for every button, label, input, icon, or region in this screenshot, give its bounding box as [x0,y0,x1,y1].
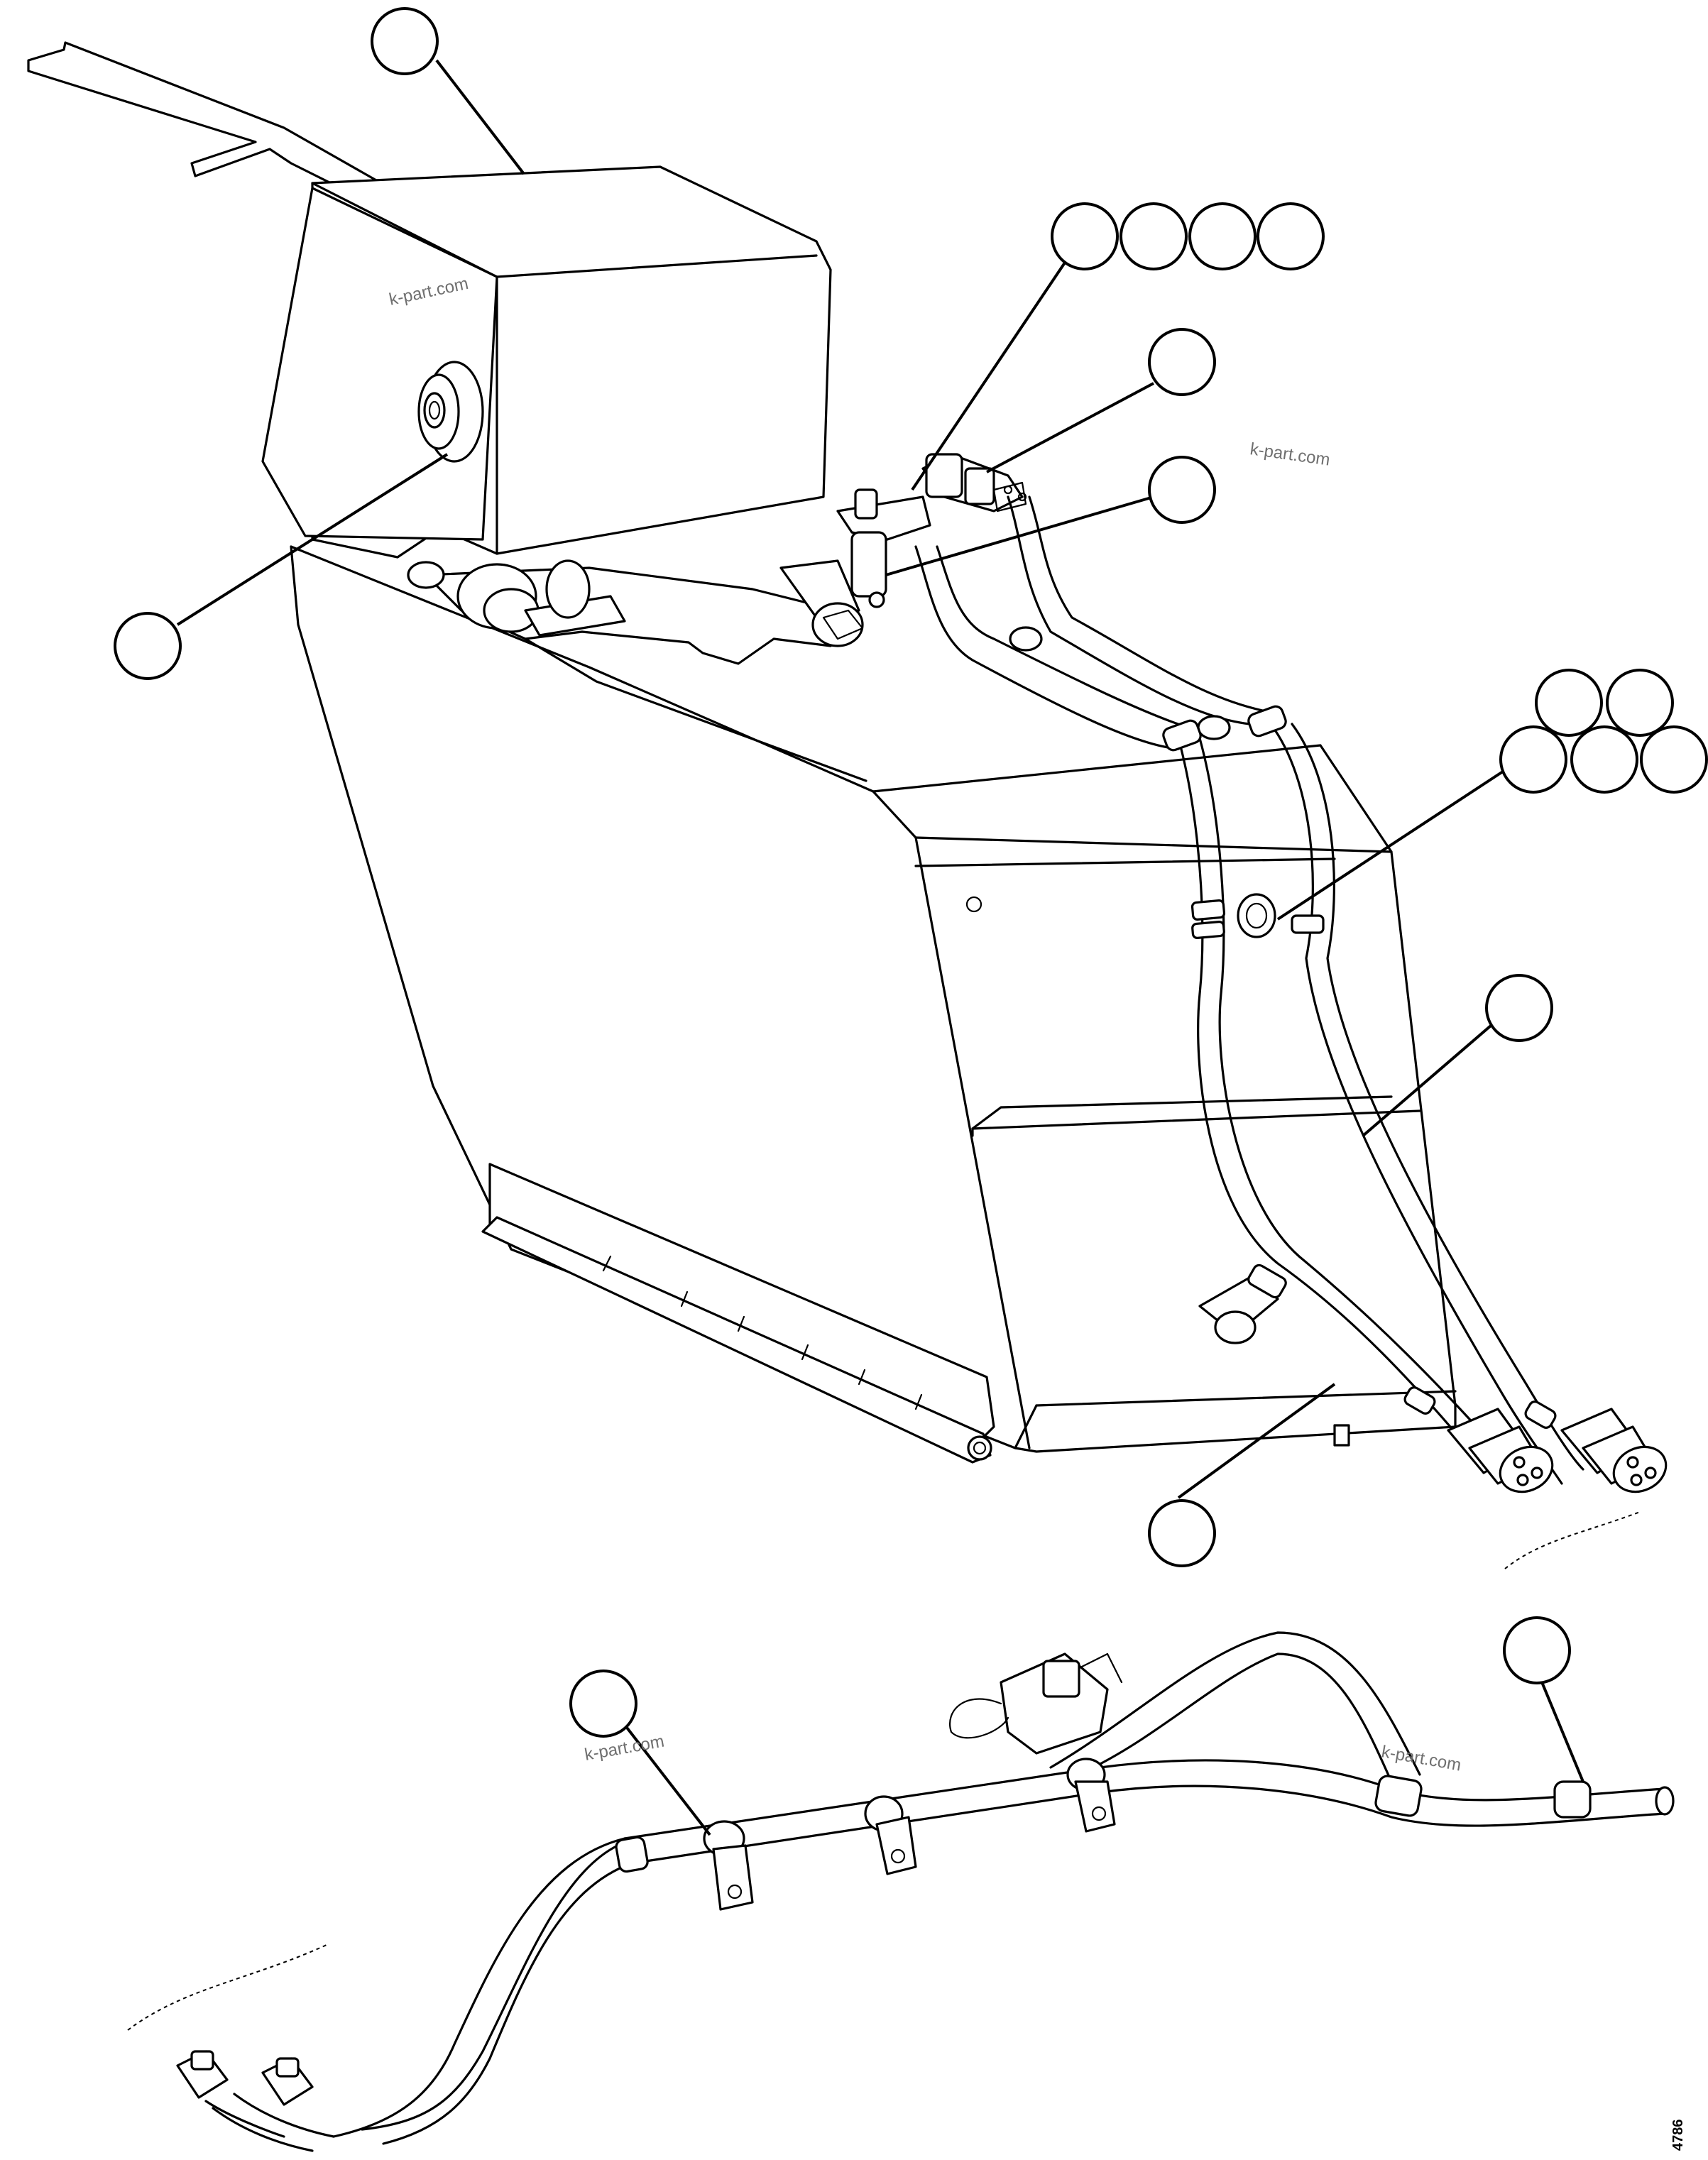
callouts [114,7,1708,1738]
callout-harness-end [1503,1616,1571,1684]
harness-end-connector-2 [261,2057,314,2106]
harness-clip-2 [864,1795,917,1875]
callout-clamp-hw-3 [1499,725,1567,794]
callout-leaders [176,59,1584,1836]
tank-hinge-rail [488,1163,995,1442]
callout-clamp-hw-1 [1535,669,1603,737]
continuation-line-lower [127,1944,327,2031]
callout-harness-lower [1148,1499,1216,1567]
watermark-4: k-part.com [1380,1742,1462,1775]
continuation-line-upper [1504,1511,1641,1569]
harness-clip-3 [703,1820,754,1911]
callout-bolt-group-4 [1257,202,1325,270]
callout-tank-top [371,7,439,75]
fuel-sender-linkage [407,559,867,782]
callout-bolt-group-3 [1188,202,1257,270]
fuel-tank [27,41,1457,1464]
filler-cap [417,361,484,463]
harness-connector-left [1447,1408,1554,1493]
callout-clip [569,1670,637,1738]
tank-main-body [290,545,1457,1453]
harness-clip-1 [1066,1758,1116,1833]
figure-code: 4786 [1670,2120,1686,2151]
harness-end-connector-1 [176,2050,229,2099]
watermark-2: k-part.com [1249,439,1331,470]
callout-clamp-hw-4 [1570,725,1638,794]
callout-clamp-hw-2 [1606,669,1674,737]
callout-connector [1148,328,1216,396]
fuel-sender-unit [836,453,1027,608]
callout-harness-upper [1485,974,1553,1042]
callout-bolt-group-1 [1051,202,1119,270]
callout-sensor [1148,456,1216,524]
callout-filler-cap [114,612,182,680]
harness-connector-right [1560,1408,1668,1493]
callout-clamp-hw-5 [1640,725,1708,794]
callout-bolt-group-2 [1119,202,1188,270]
lower-harness [176,1631,1675,2152]
tank-harness [914,495,1584,1485]
harness-connector-top [949,1652,1123,1755]
